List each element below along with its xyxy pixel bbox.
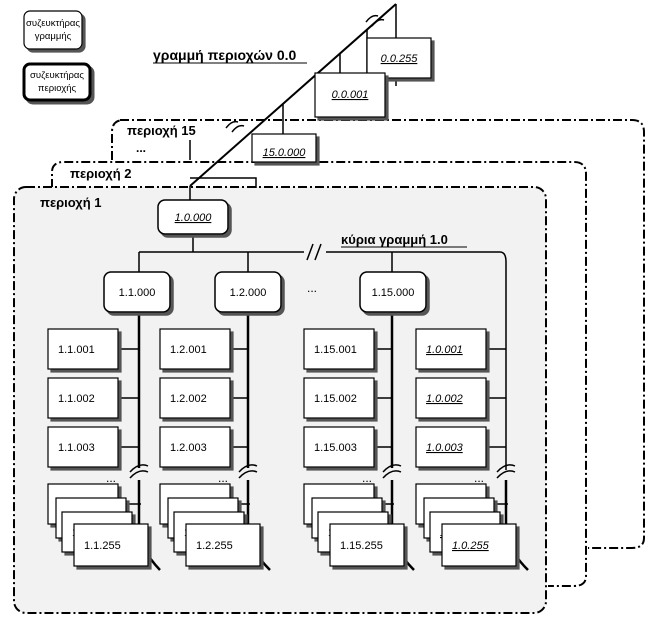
- svg-text:0.0.255: 0.0.255: [381, 53, 419, 65]
- device-box: 1.2.001: [159, 328, 231, 370]
- device-address: 1.0.002: [426, 393, 463, 405]
- device-address: 1.1.255: [84, 540, 121, 552]
- svg-text:1.1.000: 1.1.000: [119, 287, 156, 299]
- backbone-device-0-0-255: 0.0.255: [366, 37, 432, 79]
- device-address: 1.1.003: [58, 442, 95, 454]
- device-address: 1.15.003: [314, 442, 357, 454]
- ellipsis-areas: ...: [136, 141, 146, 155]
- device-address: 1.1.001: [58, 344, 95, 356]
- line-coupler-15: 1.15.000: [359, 271, 427, 313]
- device-address: 1.15.001: [314, 344, 357, 356]
- device-box: 1.2.003: [159, 426, 231, 468]
- device-address: 1.1.002: [58, 393, 95, 405]
- device-address: 1.2.002: [170, 393, 207, 405]
- device-address: 1.0.003: [426, 442, 464, 454]
- backbone-label: γραμμή περιοχών 0.0: [153, 47, 297, 63]
- area2-label: περιοχή 2: [70, 166, 132, 181]
- ellipsis-line-1: ...: [106, 471, 116, 485]
- main-line-label: κύρια γραμμή 1.0: [341, 232, 448, 247]
- device-box: 1.15.001: [303, 328, 375, 370]
- device-address: 1.2.001: [170, 344, 207, 356]
- device-box: 1.1.003: [47, 426, 119, 468]
- svg-text:15.0.000: 15.0.000: [263, 147, 307, 159]
- device-box: 1.15.002: [303, 377, 375, 419]
- svg-text:1.2.000: 1.2.000: [230, 287, 267, 299]
- area15-coupler: 15.0.000: [251, 133, 317, 163]
- ellipsis-lines: ...: [307, 281, 317, 295]
- line-coupler-2: 1.2.000: [214, 271, 282, 313]
- area15-label: περιοχή 15: [127, 123, 196, 138]
- area1-label: περιοχή 1: [40, 195, 102, 210]
- device-box: 1.15.255: [329, 523, 405, 567]
- device-box: 1.0.255: [441, 523, 517, 567]
- device-address: 1.2.003: [170, 442, 207, 454]
- device-address: 1.2.255: [196, 540, 233, 552]
- device-box: 1.1.255: [73, 523, 149, 567]
- svg-text:1.15.000: 1.15.000: [372, 287, 415, 299]
- device-address: 1.15.255: [340, 540, 383, 552]
- device-address: 1.0.255: [452, 540, 490, 552]
- area1-coupler: 1.0.000: [157, 199, 229, 235]
- device-box: 1.2.255: [185, 523, 261, 567]
- device-address: 1.0.001: [426, 344, 463, 356]
- backbone-line: [189, 3, 397, 187]
- ellipsis-line-2: ...: [218, 471, 228, 485]
- area15-frame: [120, 119, 645, 549]
- device-box: 1.1.002: [47, 377, 119, 419]
- svg-text:1.0.000: 1.0.000: [175, 212, 213, 224]
- ellipsis-line-15: ...: [362, 471, 372, 485]
- area15-frame-left: [111, 119, 125, 160]
- line-coupler-1: 1.1.000: [103, 271, 171, 313]
- device-box: 1.0.001: [415, 328, 487, 370]
- device-box: 1.15.003: [303, 426, 375, 468]
- device-box: 1.0.003: [415, 426, 487, 468]
- svg-text:0.0.001: 0.0.001: [332, 89, 369, 101]
- device-box: 1.1.001: [47, 328, 119, 370]
- device-box: 1.0.002: [415, 377, 487, 419]
- ellipsis-line-0: ...: [474, 471, 484, 485]
- device-address: 1.15.002: [314, 393, 357, 405]
- device-box: 1.2.002: [159, 377, 231, 419]
- backbone-device-0-0-001: 0.0.001: [314, 72, 386, 118]
- area2-frame: [51, 161, 587, 587]
